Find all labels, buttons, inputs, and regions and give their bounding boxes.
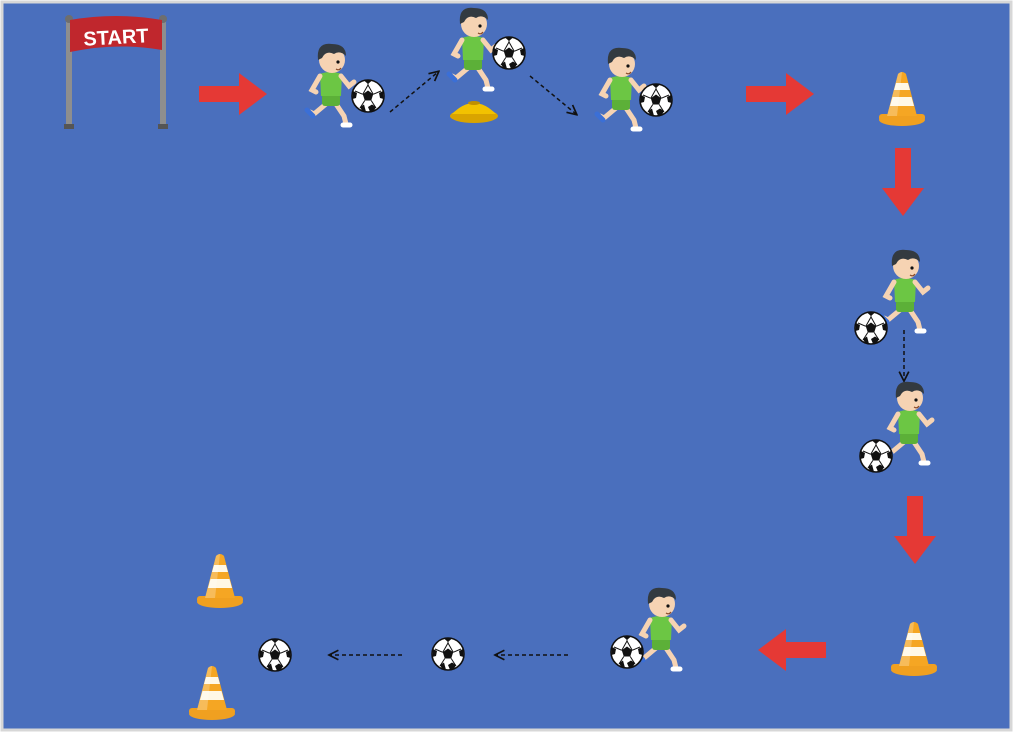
start-banner-label: START — [83, 25, 149, 50]
soccer-ball-icon — [432, 638, 464, 670]
soccer-ball-icon — [640, 84, 672, 116]
soccer-ball-icon — [860, 440, 892, 472]
soccer-ball-icon — [352, 80, 384, 112]
soccer-ball-icon — [259, 639, 291, 671]
soccer-ball-icon — [493, 37, 525, 69]
soccer-ball-icon — [611, 636, 643, 668]
soccer-ball-icon — [855, 312, 887, 344]
